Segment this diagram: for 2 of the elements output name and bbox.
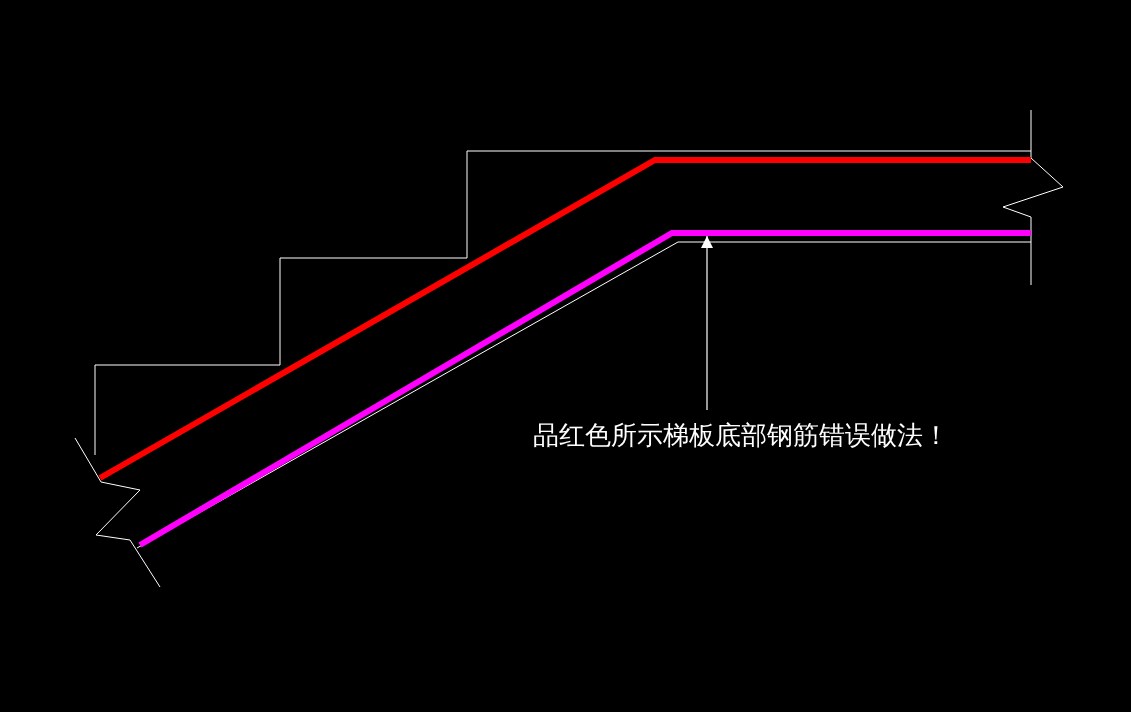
note-text: 品红色所示梯板底部钢筋错误做法！ (533, 420, 949, 452)
leader-line (701, 235, 713, 411)
